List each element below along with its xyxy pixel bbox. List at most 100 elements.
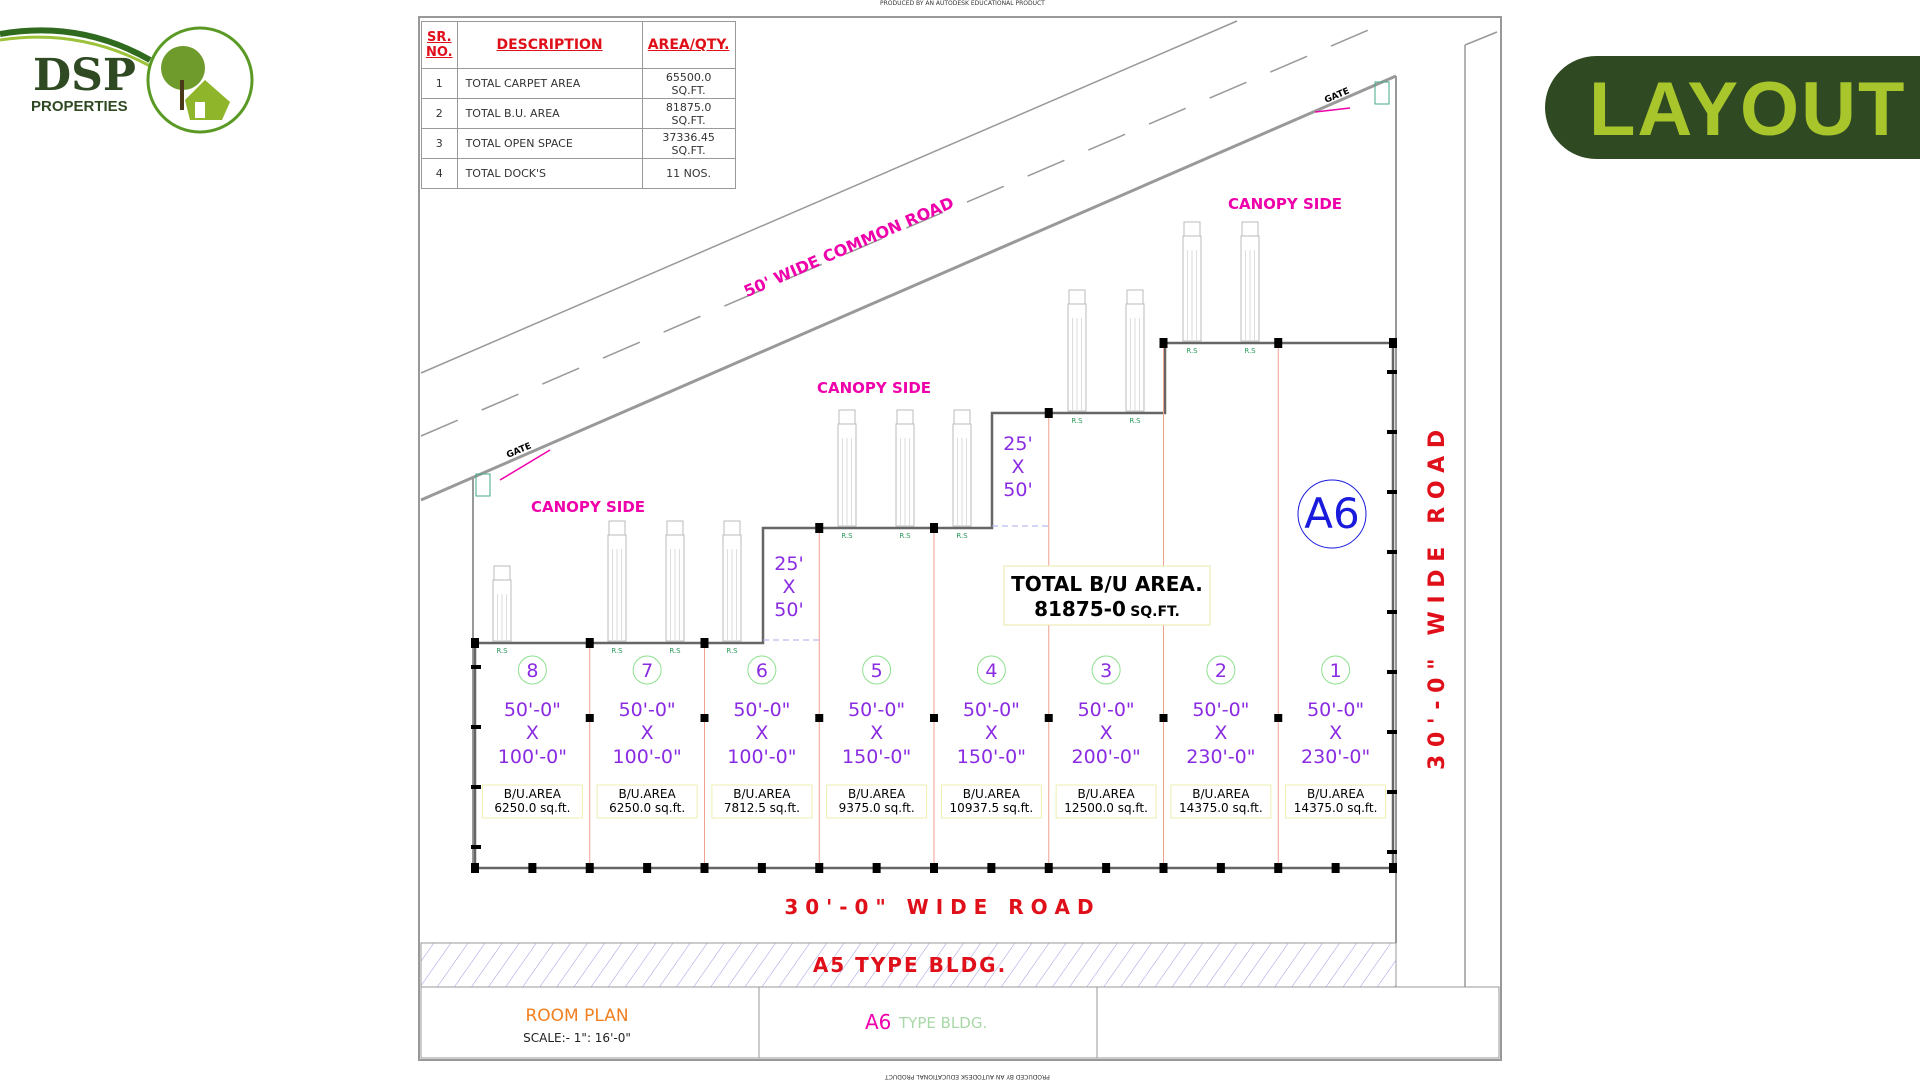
col-header-description: DESCRIPTION [456,21,643,69]
column [1159,714,1168,722]
canopy-side-label: CANOPY SIDE [1228,195,1342,213]
column [1274,338,1283,348]
column [585,863,594,873]
room-plan-title: ROOM PLAN [525,1006,628,1026]
unit-number: 2 [1215,660,1227,682]
cell: TOTAL OPEN SPACE [456,128,643,159]
unit-number-circle [632,655,662,685]
loading-dock: R.S [722,520,742,655]
wall-tick [1387,610,1397,614]
unit-number-circle [1091,655,1121,685]
canopy-side-label: CANOPY SIDE [531,498,645,516]
dock-label: R.S [841,532,853,540]
bu-area-value: 10937.5 sq.ft. [950,801,1034,815]
wall-tick [1387,730,1397,734]
wall-tick [471,785,481,789]
unit-width: 50'-0" [1078,699,1135,721]
column [815,714,824,722]
dock-label: R.S [1186,347,1198,355]
loading-dock: R.S [1067,289,1087,425]
column [1044,714,1053,722]
column [700,638,709,648]
column [643,863,652,873]
unit-x: X [870,722,883,744]
loading-dock: R.S [895,409,915,540]
office-dimension: 25' X 50' 25' X 50' [774,433,1032,621]
dock-leveler [953,409,971,425]
unit-number-circle [517,655,547,685]
column [471,863,479,873]
cell: 81875.0 SQ.FT. [641,98,736,129]
column [815,863,824,873]
unit-width: 50'-0" [1307,699,1364,721]
guard-cabin-right [1374,81,1390,105]
loading-dock: R.S [607,520,627,655]
dock-leveler [666,520,684,536]
unit-length: 230'-0" [1186,746,1255,768]
unit-length: 230'-0" [1301,746,1370,768]
loading-dock: R.S [492,565,512,655]
logo-brand: DSP [33,50,137,101]
bu-area-value: 14375.0 sq.ft. [1179,801,1263,815]
wall-tick [1387,370,1397,374]
title-block [420,986,1500,1059]
column [700,714,709,722]
cell: 11 NOS. [641,158,736,189]
dock-label: R.S [956,532,968,540]
layout-banner: LAYOUT [1545,56,1920,159]
unit-number: 3 [1100,660,1112,682]
wall-tick [471,725,481,729]
loading-dock: R.S [837,409,857,540]
cell: 2 [421,98,458,129]
unit-number: 7 [641,660,653,682]
unit-length: 100'-0" [727,746,796,768]
dock-leveler [723,520,741,536]
unit-x: X [641,722,654,744]
wall-tick [1387,670,1397,674]
unit-width: 50'-0" [848,699,905,721]
bu-area-label: B/U.AREA [963,787,1021,801]
column [585,638,594,648]
loading-dock: R.S [1182,221,1202,355]
unit-number-circle [747,655,777,685]
dock-label: R.S [669,647,681,655]
bu-area-value: 12500.0 sq.ft. [1064,801,1148,815]
a5-building-label: A5 TYPE BLDG. [813,953,1007,977]
unit-length: 100'-0" [613,746,682,768]
wall-tick [471,845,481,849]
unit-x: X [1100,722,1113,744]
unit-length: 150'-0" [842,746,911,768]
total-bu-box [1003,565,1211,626]
loading-dock: R.S [665,520,685,655]
column [1389,338,1397,348]
wall-tick [1387,850,1397,854]
column [930,863,938,873]
gate-left [499,449,551,481]
unit-width: 50'-0" [1192,699,1249,721]
unit-length: 200'-0" [1072,746,1141,768]
svg-text:25': 25' [774,553,803,575]
svg-text:50': 50' [1003,479,1032,501]
total-bu-title: TOTAL B/U AREA. [1011,572,1203,596]
svg-text:X: X [1011,456,1024,478]
column [528,863,537,873]
column [930,714,938,722]
dock-leveler [838,409,856,425]
building-outline [473,341,1395,870]
logo-subtitle: PROPERTIES [31,98,128,115]
banner-title: LAYOUT [1589,67,1907,152]
unit-width: 50'-0" [733,699,790,721]
dock-label: R.S [1071,417,1083,425]
unit-width: 50'-0" [619,699,676,721]
dock-label: R.S [611,647,623,655]
cell: TOTAL B.U. AREA [456,98,643,129]
unit-number: 4 [985,660,997,682]
road-edge-upper [420,20,1238,374]
bu-area-label: B/U.AREA [1192,787,1250,801]
